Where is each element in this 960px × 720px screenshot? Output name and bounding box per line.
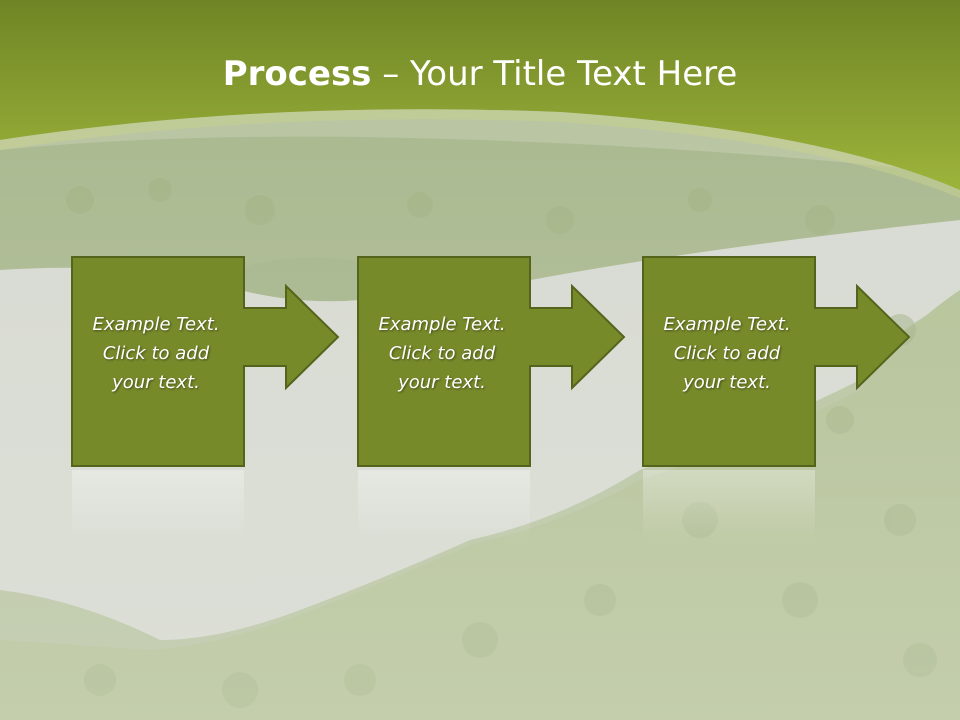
arrow-right-icon	[71, 256, 340, 467]
process-step-1[interactable]: Example Text. Click to add your text.	[71, 256, 341, 468]
step-1-text: Example Text. Click to add your text.	[92, 314, 220, 393]
process-step-3[interactable]: Example Text. Click to add your text.	[642, 256, 912, 468]
slide-title[interactable]: Process – Your Title Text Here	[0, 52, 960, 96]
step-2-text: Example Text. Click to add your text.	[378, 314, 506, 393]
process-step-2[interactable]: Example Text. Click to add your text.	[357, 256, 627, 468]
title-rest: – Your Title Text Here	[371, 54, 738, 94]
title-bold-word: Process	[222, 54, 372, 94]
arrow-right-icon	[357, 256, 626, 467]
step-3-text: Example Text. Click to add your text.	[663, 314, 791, 393]
arrow-right-icon	[642, 256, 911, 467]
